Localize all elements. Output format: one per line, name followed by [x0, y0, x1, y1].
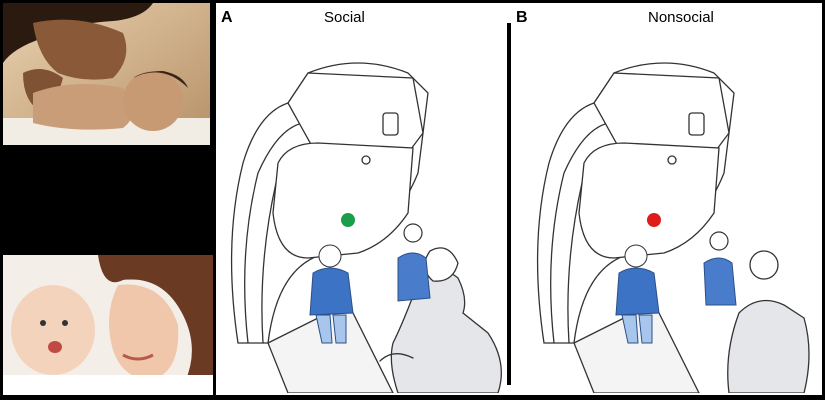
panel-letter-b: B	[516, 9, 528, 26]
panel-title-social: Social	[324, 9, 365, 26]
social-scene	[218, 43, 508, 393]
scanner-diagram: A Social B Nonsocial	[216, 3, 822, 395]
nonsocial-stimulus-dot	[647, 213, 661, 227]
mother-and-infant-photo-top	[3, 3, 210, 145]
social-stimulus-dot	[341, 213, 355, 227]
panel-title-nonsocial: Nonsocial	[648, 9, 714, 26]
panel-divider	[507, 23, 511, 385]
nonsocial-scene	[524, 43, 814, 393]
mother-and-infant-photo-bottom	[3, 255, 213, 395]
panel-letter-a: A	[221, 9, 233, 26]
